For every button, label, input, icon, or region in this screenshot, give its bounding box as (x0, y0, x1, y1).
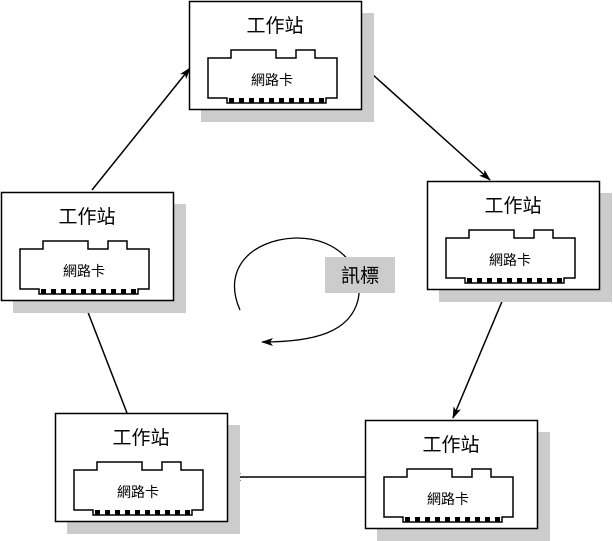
card-pin (71, 289, 76, 294)
card-pin (485, 517, 490, 522)
card-pin (155, 510, 160, 515)
card-pin (415, 517, 420, 522)
network-card: 網路卡 (207, 49, 338, 104)
card-pin (289, 98, 294, 103)
card-pin (269, 98, 274, 103)
card-pin (41, 289, 46, 294)
card-pin (309, 98, 314, 103)
network-card: 網路卡 (445, 229, 576, 284)
card-pin (405, 517, 410, 522)
arrow-bottom-left-to-left (83, 301, 128, 414)
card-pin (249, 98, 254, 103)
card-pin (101, 289, 106, 294)
network-card-label: 網路卡 (63, 264, 105, 280)
station-title: 工作站 (112, 427, 169, 449)
station-title: 工作站 (246, 15, 303, 37)
network-card: 網路卡 (19, 240, 150, 295)
arrow-left-to-top (91, 67, 191, 191)
card-pin (105, 510, 110, 515)
card-pin (487, 278, 492, 283)
token-circulation: 訊標 (234, 237, 395, 346)
card-pin (145, 510, 150, 515)
card-pin (125, 510, 130, 515)
card-pin (455, 517, 460, 522)
card-pin (51, 289, 56, 294)
card-pin (135, 510, 140, 515)
arrow-right-to-bottom-right (452, 291, 507, 419)
card-pin (229, 98, 234, 103)
card-pin (425, 517, 430, 522)
card-pin (259, 98, 264, 103)
card-pin (61, 289, 66, 294)
card-pin (239, 98, 244, 103)
station-title: 工作站 (422, 434, 479, 456)
card-pin (475, 517, 480, 522)
card-pin (95, 510, 100, 515)
card-pin (91, 289, 96, 294)
card-pin (477, 278, 482, 283)
card-pin (115, 510, 120, 515)
card-pin (467, 278, 472, 283)
card-pin (111, 289, 116, 294)
network-card-label: 網路卡 (489, 253, 531, 269)
card-pin (279, 98, 284, 103)
card-pin (445, 517, 450, 522)
card-pin (131, 289, 136, 294)
station-title: 工作站 (58, 206, 115, 228)
arrow-top-to-right (361, 64, 491, 181)
card-pin (435, 517, 440, 522)
card-pin (81, 289, 86, 294)
station-title: 工作站 (484, 195, 541, 217)
card-pin (507, 278, 512, 283)
card-pin (175, 510, 180, 515)
network-card-label: 網路卡 (427, 492, 469, 508)
card-pin (465, 517, 470, 522)
card-pin (299, 98, 304, 103)
card-pin (527, 278, 532, 283)
token-label-box (325, 257, 395, 293)
token-label: 訊標 (341, 265, 379, 287)
card-pin (497, 278, 502, 283)
card-pin (537, 278, 542, 283)
card-pin (319, 98, 324, 103)
network-card-label: 網路卡 (117, 485, 159, 501)
card-pin (547, 278, 552, 283)
card-pin (185, 510, 190, 515)
card-pin (121, 289, 126, 294)
card-pin (557, 278, 562, 283)
network-card: 網路卡 (383, 468, 514, 523)
ring-connections (83, 64, 507, 481)
card-pin (495, 517, 500, 522)
card-pin (165, 510, 170, 515)
card-pin (517, 278, 522, 283)
network-card-label: 網路卡 (251, 73, 293, 89)
network-card: 網路卡 (73, 461, 204, 516)
